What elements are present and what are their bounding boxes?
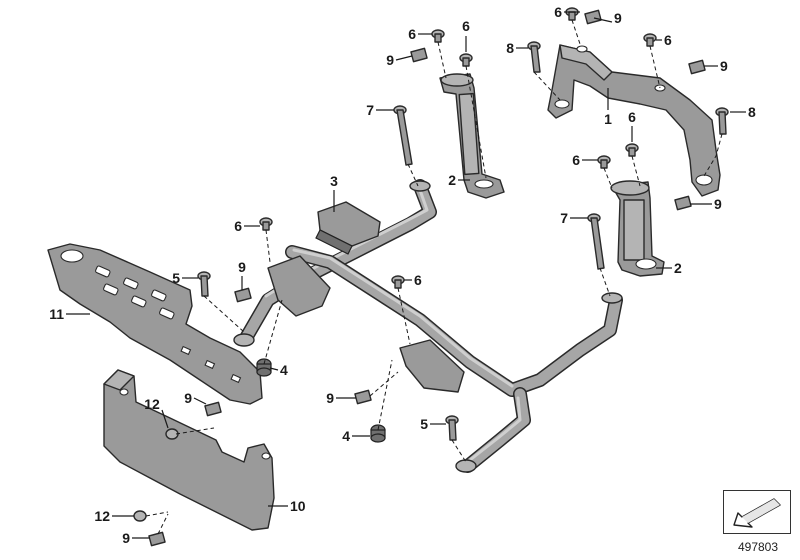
callout-5: 5 xyxy=(172,270,180,286)
callout-8: 8 xyxy=(748,104,756,120)
callout-8: 8 xyxy=(506,40,514,56)
reference-box xyxy=(723,490,791,534)
callout-9: 9 xyxy=(614,10,622,26)
nut-9 xyxy=(584,9,602,25)
reference-number: 497803 xyxy=(737,540,779,554)
callout-9: 9 xyxy=(122,530,130,546)
bolt-6 xyxy=(625,143,639,157)
bumper-4 xyxy=(256,358,272,377)
callout-7: 7 xyxy=(366,102,374,118)
callout-2: 2 xyxy=(448,172,456,188)
callout-9: 9 xyxy=(714,196,722,212)
callout-9: 9 xyxy=(386,52,394,68)
callout-3: 3 xyxy=(330,173,338,189)
callout-6: 6 xyxy=(664,32,672,48)
bolt-6 xyxy=(391,275,405,289)
bolt-5 xyxy=(445,415,459,441)
bolt-12 xyxy=(133,510,147,522)
nut-9 xyxy=(148,531,166,547)
callout-6: 6 xyxy=(628,109,636,125)
bolt-6 xyxy=(643,33,657,47)
bolt-7 xyxy=(393,105,413,166)
callout-6: 6 xyxy=(554,4,562,20)
nut-9 xyxy=(204,401,222,417)
callout-1: 1 xyxy=(604,111,612,127)
part-10-lower-bracket xyxy=(103,369,275,531)
bolt-6 xyxy=(459,53,473,67)
nut-9 xyxy=(688,59,706,75)
nut-9 xyxy=(234,287,252,303)
callout-7: 7 xyxy=(560,210,568,226)
bolt-6 xyxy=(259,217,273,231)
bolt-8 xyxy=(527,41,541,73)
part-11-side-plate xyxy=(47,243,263,405)
callout-2: 2 xyxy=(674,260,682,276)
callout-9: 9 xyxy=(184,390,192,406)
bolt-7 xyxy=(587,213,605,270)
callout-11: 11 xyxy=(49,306,64,322)
arrow-down-left-icon xyxy=(733,498,781,528)
callout-4: 4 xyxy=(342,428,350,444)
part-2-post-upper xyxy=(439,73,505,199)
part-3-mount-plate xyxy=(315,201,381,255)
callout-6: 6 xyxy=(414,272,422,288)
callout-4: 4 xyxy=(280,362,288,378)
bumper-4 xyxy=(370,424,386,443)
main-tube-frame xyxy=(233,179,623,473)
frame-gusset-left xyxy=(267,255,331,317)
bolt-6 xyxy=(565,7,579,21)
fasteners xyxy=(133,7,729,547)
callout-12: 12 xyxy=(144,396,160,412)
callout-6: 6 xyxy=(572,152,580,168)
frame-gusset-center xyxy=(399,339,465,393)
bolt-6 xyxy=(597,155,611,169)
nut-9 xyxy=(410,47,428,63)
callout-9: 9 xyxy=(238,259,246,275)
leader-lines xyxy=(66,11,746,539)
bolt-6 xyxy=(431,29,445,43)
callout-9: 9 xyxy=(720,58,728,74)
nut-9 xyxy=(674,195,692,211)
callout-labels: 6 9 6 6 9 8 6 9 1 8 7 6 6 2 3 9 7 6 9 2 … xyxy=(49,4,756,546)
bolt-5 xyxy=(197,271,211,297)
part-2-post-lower xyxy=(610,180,665,277)
callout-10: 10 xyxy=(290,498,306,514)
callout-6: 6 xyxy=(462,18,470,34)
callout-6: 6 xyxy=(408,26,416,42)
nut-9 xyxy=(354,389,372,405)
bolt-8 xyxy=(715,107,729,135)
assembly-lines xyxy=(145,19,723,535)
callout-6: 6 xyxy=(234,218,242,234)
callout-5: 5 xyxy=(420,416,428,432)
callout-9: 9 xyxy=(326,390,334,406)
callout-12: 12 xyxy=(94,508,110,524)
